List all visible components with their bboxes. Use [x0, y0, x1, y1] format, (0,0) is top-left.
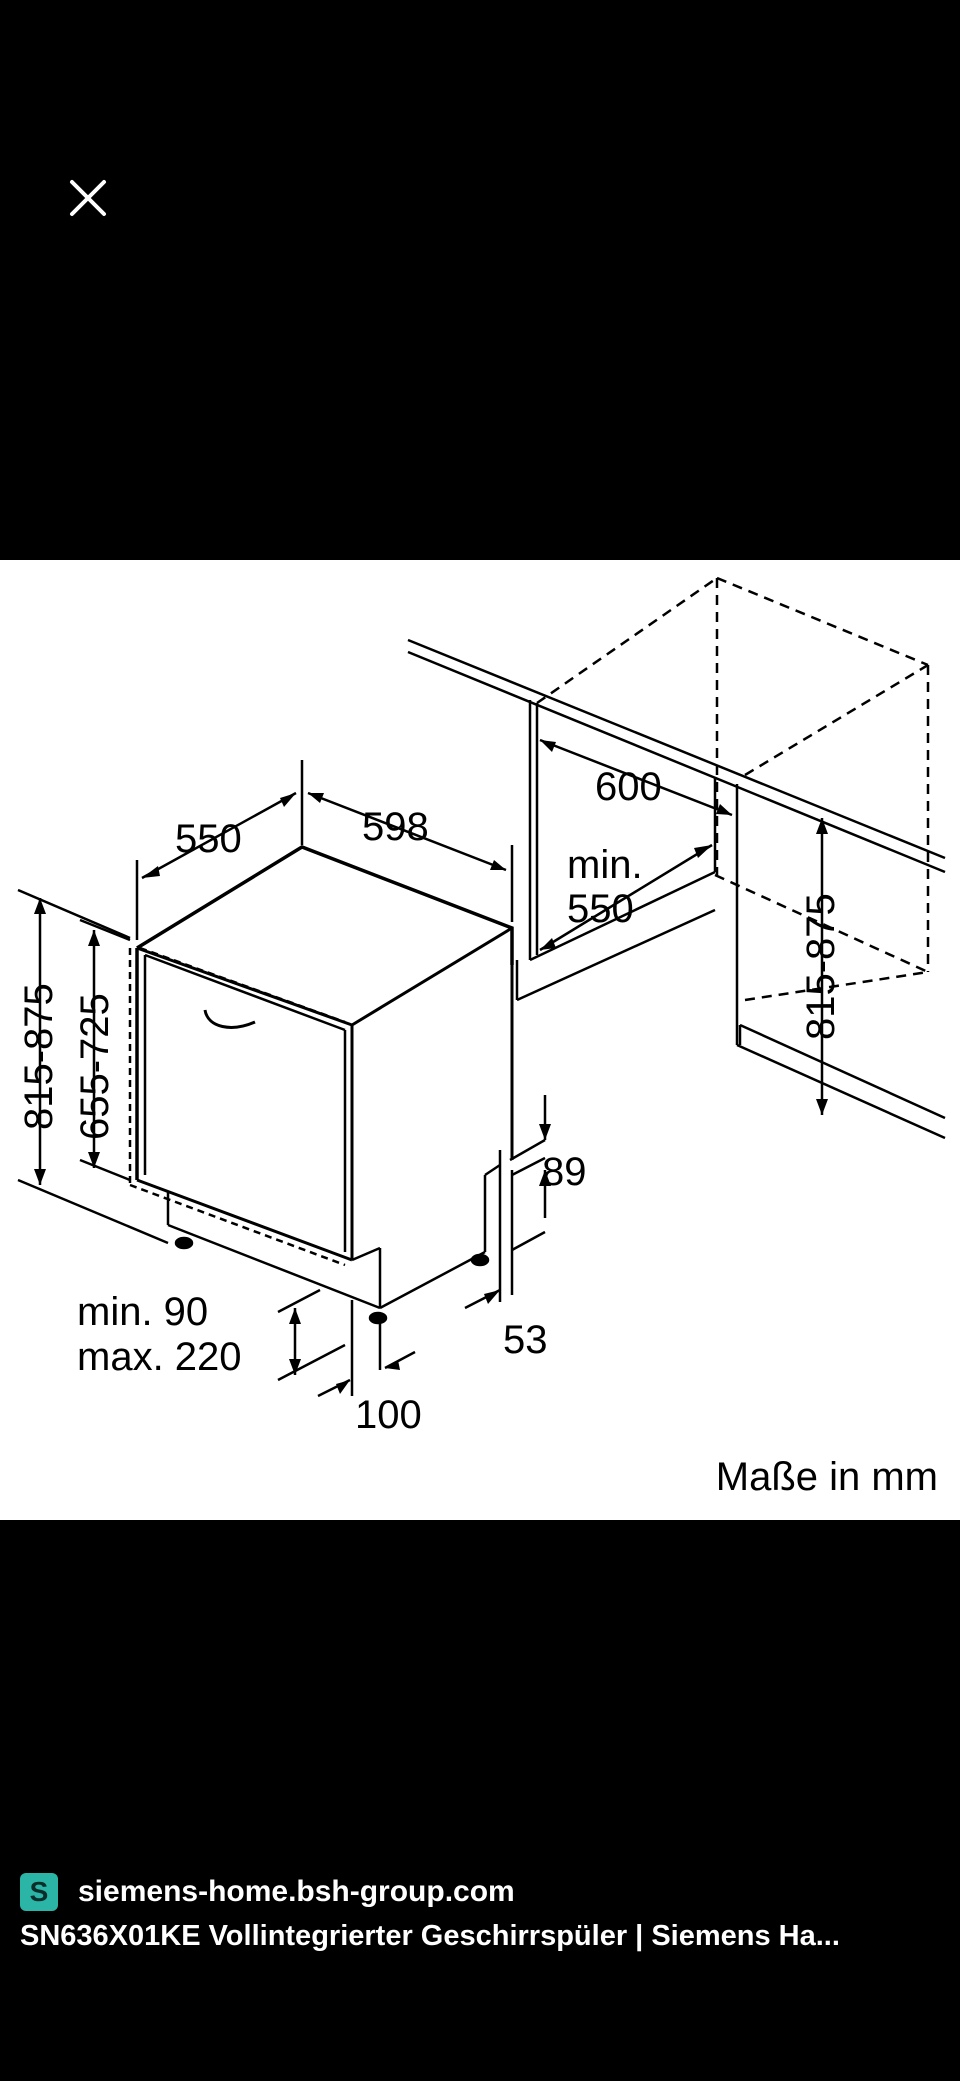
label-width-598: 598 [362, 805, 429, 849]
dishwasher-dimension-diagram: 550 598 600 min. 550 815-875 655-725 815… [0, 560, 960, 1520]
label-units: Maße in mm [716, 1455, 938, 1499]
label-height-655-725: 655-725 [73, 993, 117, 1140]
diagram-drawing: 550 598 600 min. 550 815-875 655-725 815… [17, 576, 946, 1499]
label-height-815-875-right: 815-875 [799, 893, 843, 1040]
close-icon [70, 180, 106, 216]
source-row[interactable]: S siemens-home.bsh-group.com [20, 1872, 940, 1912]
site-favicon-icon: S [20, 1873, 58, 1911]
label-plinth-min: min. 90 [77, 1290, 208, 1334]
label-depth-550: 550 [175, 817, 242, 861]
source-domain[interactable]: siemens-home.bsh-group.com [78, 1875, 515, 1908]
label-niche-600: 600 [595, 765, 662, 809]
label-plinth-max: max. 220 [77, 1335, 242, 1379]
label-min: min. [567, 843, 643, 887]
label-89: 89 [542, 1150, 587, 1194]
label-53: 53 [503, 1318, 548, 1362]
label-min-550: 550 [567, 887, 634, 931]
page-title[interactable]: SN636X01KE Vollintegrierter Geschirrspül… [20, 1920, 840, 1952]
label-height-815-875-left: 815-875 [17, 983, 61, 1130]
image-caption[interactable]: S siemens-home.bsh-group.com SN636X01KE … [20, 1872, 940, 1953]
label-100: 100 [355, 1393, 422, 1437]
close-button[interactable] [60, 170, 116, 226]
